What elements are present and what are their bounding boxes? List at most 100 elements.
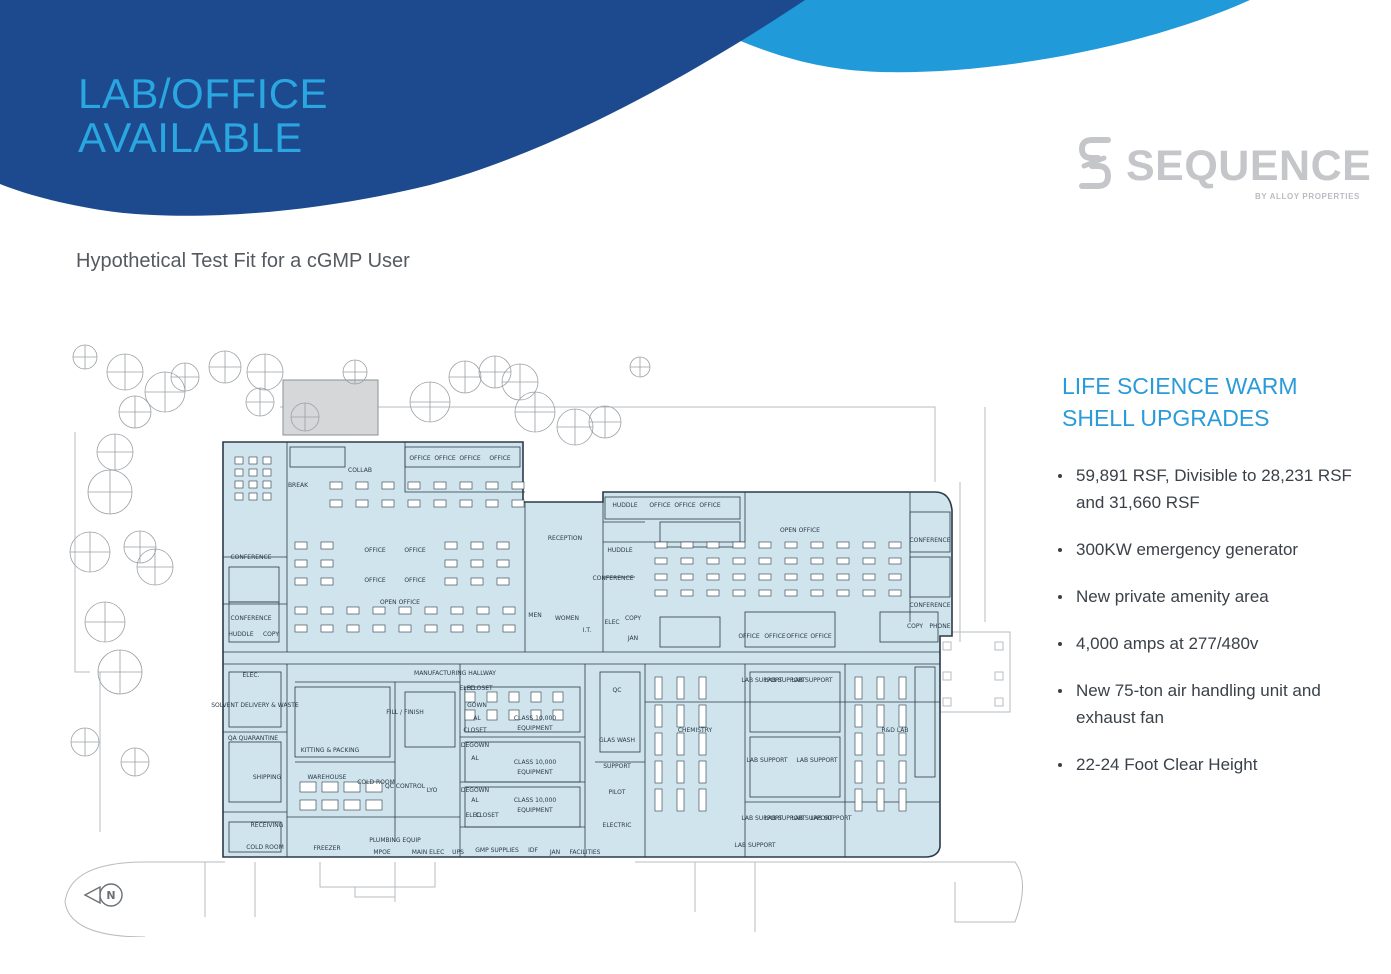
workstation-desk [680,589,694,597]
workstation-desk [862,557,876,565]
workstation-desk [299,781,317,793]
bollard [942,641,952,651]
workstation-desk [680,573,694,581]
room-outline [749,671,841,733]
upgrade-item: New 75-ton air handling unit and exhaust… [1056,677,1356,731]
workstation-desk [450,624,464,633]
site-curb-line [64,861,225,937]
room-label: AL [473,715,481,722]
room-label: GOWN [467,702,487,709]
room-label: OFFICE [810,633,832,640]
tree-branches [70,532,110,572]
workstation-desk [898,732,907,756]
workstation-desk [329,499,343,508]
room-label: R&D LAB [881,727,908,734]
patio-pad [282,379,379,436]
workstation-desk [552,709,564,721]
workstation-desk [854,760,863,784]
tree-branches [107,354,143,390]
workstation-desk [464,709,476,721]
upgrades-heading: LIFE SCIENCE WARM SHELL UPGRADES [1062,370,1298,434]
tree-branches [247,354,283,390]
room-label: SUPPORT [603,763,631,770]
workstation-desk [407,499,421,508]
north-arrow: N [83,883,123,907]
tree-branches [557,409,593,445]
site-curb-line [280,406,986,642]
workstation-desk [676,760,685,784]
workstation-desk [444,559,458,568]
room-outline [228,741,282,803]
workstation-desk [262,468,272,477]
workstation-desk [346,606,360,615]
workstation-desk [234,468,244,477]
tree-branches [291,403,319,431]
workstation-desk [888,541,902,549]
upgrade-item: 59,891 RSF, Divisible to 28,231 RSF and … [1056,462,1356,516]
workstation-desk [706,573,720,581]
workstation-desk [698,676,707,700]
room-label: COPY [907,623,923,630]
furniture-layout [234,456,907,812]
room-outline [289,446,346,468]
room-label: HUDDLE [607,547,632,554]
workstation-desk [508,709,520,721]
site-trees [69,344,651,777]
bollard [994,697,1004,707]
workstation-desk [320,606,334,615]
workstation-desk [530,691,542,703]
workstation-desk [732,573,746,581]
workstation-desk [530,709,542,721]
workstation-desk [810,589,824,597]
room-label: KITTING & PACKING [301,747,360,754]
room-label: CLOSET [463,727,487,734]
room-outline [599,671,641,753]
room-label: BREAK [288,482,309,489]
workstation-desk [502,606,516,615]
workstation-desk [355,499,369,508]
room-label: CLASS 10,000 [514,759,556,766]
workstation-desk [398,624,412,633]
room-labels: OFFICE OFFICE OFFICE OFFICE COLLAB BREAK CONFE… [211,455,951,856]
room-label: LAB SUPPORT [764,677,806,684]
tree-branches [630,357,650,377]
room-outline [659,521,741,548]
logo-wordmark: SEQUENCE [1126,142,1372,190]
sequence-logo: SEQUENCE BY ALLOY PROPERTIES [1078,134,1372,206]
room-outline [404,691,456,748]
room-label: OFFICE [764,633,786,640]
workstation-desk [476,606,490,615]
room-label: OFFICE [409,455,431,462]
workstation-desk [698,732,707,756]
room-label: GLAS WASH [599,737,635,744]
workstation-desk [320,624,334,633]
upgrades-heading-line-2: SHELL UPGRADES [1062,405,1270,431]
tree-branches [85,602,125,642]
tree-branches [119,396,151,428]
room-label: OFFICE [699,502,721,509]
room-label: OFFICE [489,455,511,462]
room-label: CLASS 10,000 [514,715,556,722]
workstation-desk [784,589,798,597]
workstation-desk [355,481,369,490]
room-label: LAB SUPPORT [746,757,788,764]
room-label: COLD ROOM [357,779,395,786]
room-label: CONFERENCE [230,615,271,622]
title-line-2: AVAILABLE [78,114,303,161]
workstation-desk [862,573,876,581]
room-label: EQUIPMENT [517,725,553,732]
upgrade-item: 22-24 Foot Clear Height [1056,751,1356,778]
workstation-desk [654,573,668,581]
room-outline [294,686,391,758]
workstation-desk [294,541,308,550]
workstation-desk [470,559,484,568]
tree-branches [71,728,99,756]
room-label: FILL / FINISH [386,709,424,716]
workstation-desk [876,704,885,728]
bollard [942,671,952,681]
room-label: COLLAB [348,467,372,474]
room-outline [909,511,951,553]
room-label: DEGOWN [461,742,489,749]
room-label: COLD ROOM [246,844,284,851]
room-label: ELEC [459,685,474,692]
